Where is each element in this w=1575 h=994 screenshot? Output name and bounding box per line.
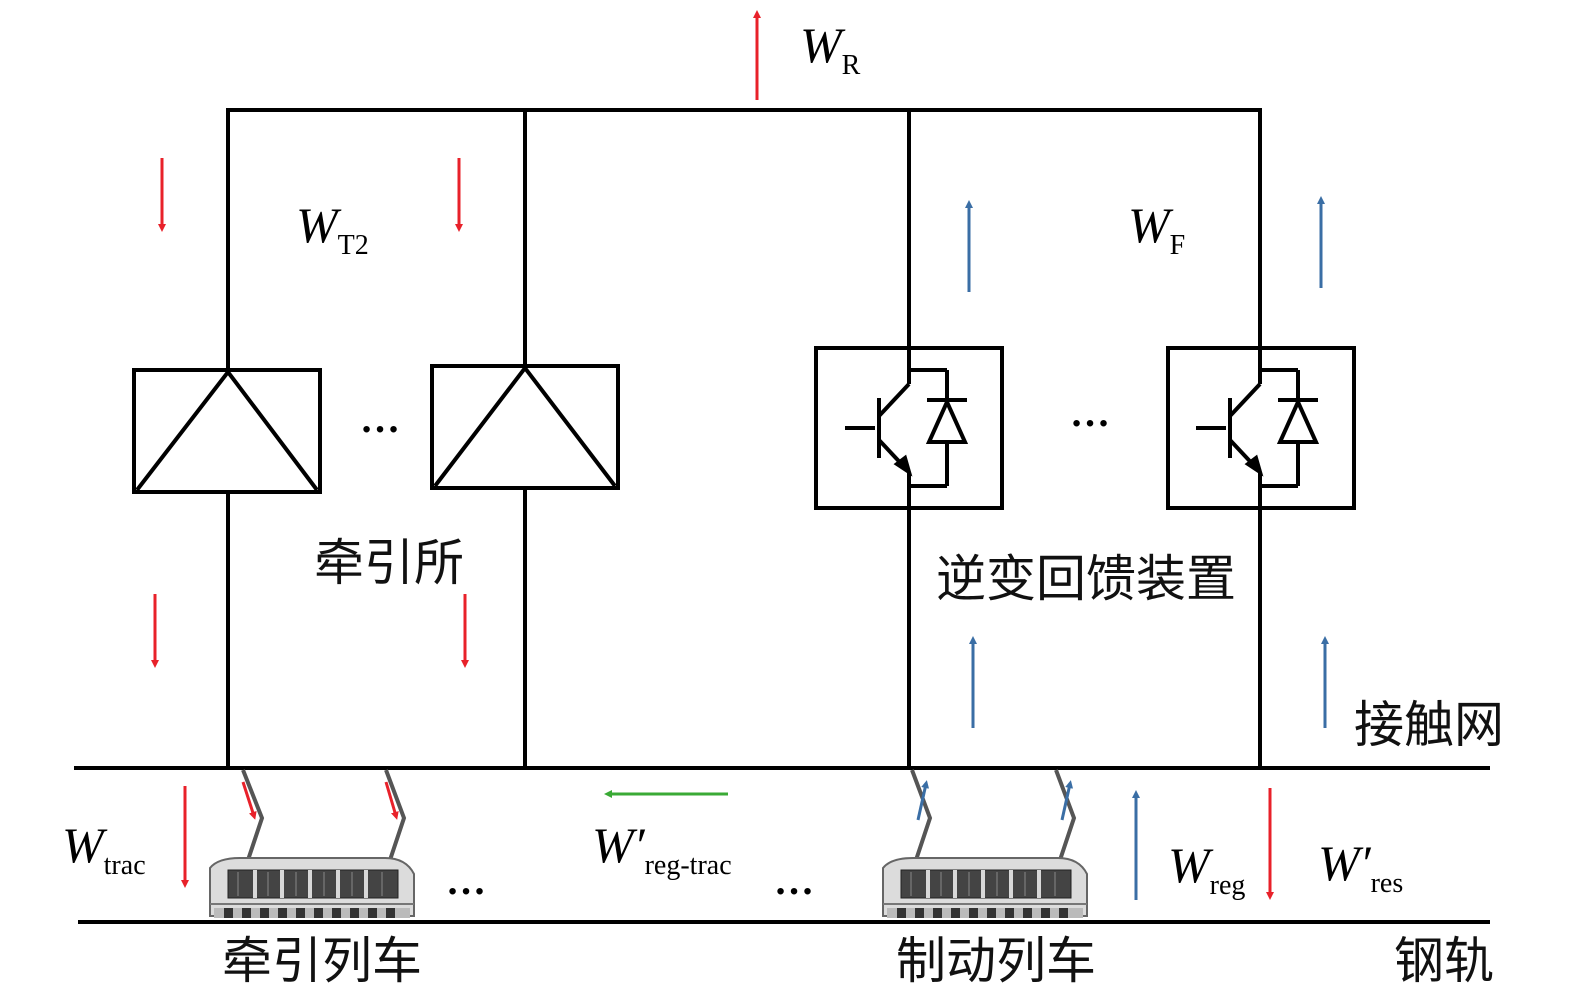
rectifier-1	[132, 368, 322, 494]
w-reg-label: Wreg	[1168, 837, 1245, 901]
w-r-label: WR	[800, 17, 861, 81]
braking-train-icon	[881, 856, 1089, 920]
rectifier-2	[430, 364, 620, 490]
red-arrows	[151, 10, 1274, 900]
traction-train-label: 牵引列车	[222, 932, 422, 990]
pantograph-blue-2	[1060, 780, 1074, 821]
w-trac-label: Wtrac	[62, 817, 146, 881]
ellipsis-trains-left: …	[446, 858, 486, 903]
ellipsis-trains-right: …	[774, 858, 814, 903]
braking-train-label: 制动列车	[896, 932, 1096, 990]
w-f-label: WF	[1128, 197, 1185, 261]
w-reg-trac-label: W′reg-trac	[592, 817, 732, 881]
rail-label: 钢轨	[1394, 932, 1494, 990]
catenary-label: 接触网	[1354, 696, 1504, 754]
w-res-label: W′res	[1318, 835, 1403, 899]
ellipsis-inverters: …	[1070, 390, 1110, 435]
pantograph-red-1	[241, 781, 257, 820]
w-t2-label: WT2	[296, 197, 369, 261]
traction-substation-label: 牵引所	[314, 534, 464, 592]
blue-arrows	[916, 196, 1329, 900]
traction-train-icon	[208, 856, 416, 920]
pantograph-blue-1	[916, 780, 930, 821]
inverter-feedback-label: 逆变回馈装置	[936, 550, 1236, 608]
pantographs	[241, 769, 1077, 861]
inverter-1	[814, 346, 1004, 510]
inverter-2	[1166, 346, 1356, 510]
ellipsis-substations: …	[360, 396, 400, 441]
pantograph-red-2	[384, 781, 399, 820]
